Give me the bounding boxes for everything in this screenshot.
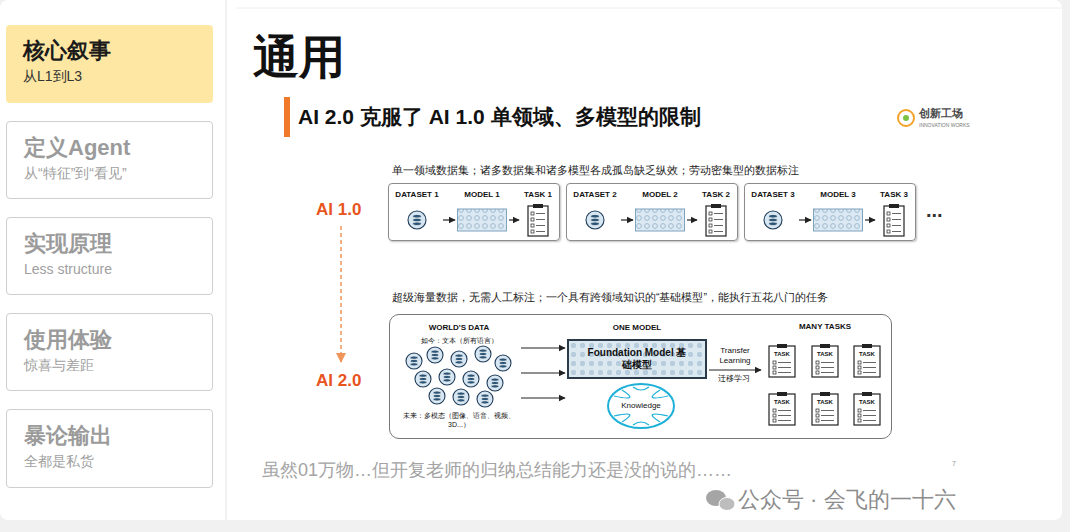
flow-arrow: [621, 219, 633, 220]
node-text: 惊喜与差距: [24, 356, 195, 374]
page-number: 7: [952, 460, 956, 469]
task-clipboard-art: [852, 391, 882, 427]
edge-label: Transfer Learning: [711, 346, 759, 366]
flow-arrow: [709, 369, 761, 370]
task-clipboard: TASK: [852, 343, 882, 379]
node-heading: WORLD'S DATA: [399, 323, 519, 333]
model-box: MODEL 1: [457, 190, 507, 238]
node-text: 全都是私货: [24, 452, 195, 470]
node-heading: MODEL 2: [635, 190, 685, 200]
nav-item: 使用体验惊喜与差距: [6, 313, 213, 391]
node-heading: TASK: [852, 343, 882, 358]
model-box: MODEL 3: [813, 190, 863, 238]
slide-panel: [0, 0, 1062, 520]
nav-item: 实现原理 Less structure: [6, 217, 213, 295]
node-heading: TASK 2: [699, 190, 733, 200]
node-heading: DATASET 2: [571, 190, 619, 200]
foundation-model-box: ONE MODEL Foundation Model 基础模型: [567, 322, 707, 379]
node-heading: TASK: [810, 391, 840, 406]
model-box: MODEL 2: [635, 190, 685, 238]
era-label: AI 1.0: [316, 199, 361, 220]
footer-note: 虽然01万物…但开复老师的归纳总结能力还是没的说的……: [262, 459, 732, 482]
era-label: AI 2.0: [316, 370, 361, 391]
logo-icon: [898, 110, 914, 126]
slide-title: 通用: [253, 30, 345, 84]
pipeline-panel: DATASET 3 MODEL 3 TASK 3: [744, 183, 916, 241]
task-clipboard-art: [810, 391, 840, 427]
flow-arrow: [521, 347, 565, 348]
nav-item: 核心叙事从L1到L3: [6, 25, 213, 103]
sidebar-divider: [226, 0, 227, 520]
nav-item: 暴论输出全都是私货: [6, 409, 213, 488]
task-clipboard: TASK 1: [521, 190, 555, 238]
pipeline-panel: DATASET 2 MODEL 2 TASK 2: [566, 183, 738, 241]
flow-arrow: [799, 219, 811, 220]
subtitle: AI 2.0 克服了 AI 1.0 单领域、多模型的限制: [298, 104, 701, 130]
task-clipboard: TASK: [767, 343, 797, 379]
task-group: TASK TASK TASK TASK TASK TASK MANY TASKS: [763, 322, 887, 432]
ai2-panel: WORLD'S DATA 如今：文本（所有语言） 未来：多模态（图像、语音、视频、3…: [389, 314, 892, 439]
world-data-cluster: WORLD'S DATA 如今：文本（所有语言） 未来：多模态（图像、语音、视频、3…: [399, 323, 519, 429]
node-text: Less structure: [24, 260, 195, 278]
node-heading: Knowledge: [619, 401, 663, 411]
task-clipboard: TASK 2: [699, 190, 733, 238]
node-heading: TASK: [767, 391, 797, 406]
task-clipboard: TASK: [810, 391, 840, 427]
node-heading: DATASET 3: [749, 190, 797, 200]
top-rule: [236, 8, 1062, 9]
node-heading: 实现原理: [24, 231, 195, 256]
task-clipboard-art: [767, 343, 797, 379]
task-clipboard: TASK 3: [877, 190, 911, 238]
dataset-icon: DATASET 2: [571, 190, 619, 238]
task-clipboard-art: [810, 343, 840, 379]
node-text: 从“特征”到“看见”: [24, 164, 195, 182]
node-heading: MANY TASKS: [763, 322, 887, 332]
accent-bar: [284, 97, 290, 137]
dataset-icon: DATASET 3: [749, 190, 797, 238]
evolution-arrow: [340, 226, 342, 362]
node-text: Foundation Model 基础模型: [587, 347, 687, 371]
node-heading: TASK 1: [521, 190, 555, 200]
node-heading: TASK 3: [877, 190, 911, 200]
flow-arrow: [521, 397, 565, 398]
node-heading: MODEL 3: [813, 190, 863, 200]
node-text: 从L1到L3: [23, 67, 196, 85]
node-text: 如今：文本（所有语言）: [399, 336, 519, 345]
task-clipboard: TASK: [852, 391, 882, 427]
ellipsis: ...: [926, 198, 943, 223]
flow-arrow: [865, 219, 875, 220]
node-heading: TASK: [810, 343, 840, 358]
dataset-icon: DATASET 1: [393, 190, 441, 238]
watermark: 公众号 · 会飞的一十六: [738, 486, 956, 514]
row-caption: 超级海量数据，无需人工标注；一个具有跨领域知识的“基础模型”，能执行五花八门的任…: [392, 291, 828, 304]
wechat-icon: [706, 490, 735, 511]
nav-item: 定义Agent 从“特征”到“看见”: [6, 121, 213, 199]
knowledge-brain: Knowledge: [606, 382, 676, 430]
flow-arrow: [521, 372, 565, 373]
flow-arrow: [443, 219, 455, 220]
edge-note: 迁移学习: [708, 374, 760, 384]
node-heading: ONE MODEL: [567, 322, 707, 334]
flow-arrow: [509, 219, 519, 220]
node-heading: MODEL 1: [457, 190, 507, 200]
logo-subtext: INNOVATION WORKS: [919, 122, 970, 128]
node-heading: 核心叙事: [23, 38, 196, 63]
task-clipboard-art: [767, 391, 797, 427]
node-heading: DATASET 1: [393, 190, 441, 200]
task-clipboard-art: [852, 343, 882, 379]
logo-text: 创新工场: [919, 107, 963, 121]
flow-arrow: [687, 219, 697, 220]
node-heading: 定义Agent: [24, 135, 195, 160]
node-heading: 使用体验: [24, 327, 195, 352]
node-heading: 暴论输出: [24, 423, 195, 448]
task-clipboard: TASK: [767, 391, 797, 427]
node-text: 未来：多模态（图像、语音、视频、3D...）: [399, 411, 519, 429]
row-caption: 单一领域数据集；诸多数据集和诸多模型各成孤岛缺乏纵效；劳动密集型的数据标注: [392, 164, 799, 177]
pipeline-panel: DATASET 1 MODEL 1 TASK 1: [388, 183, 560, 241]
node-heading: TASK: [767, 343, 797, 358]
task-clipboard: TASK: [810, 343, 840, 379]
node-heading: TASK: [852, 391, 882, 406]
foundation-model-frame: Foundation Model 基础模型: [567, 339, 707, 379]
